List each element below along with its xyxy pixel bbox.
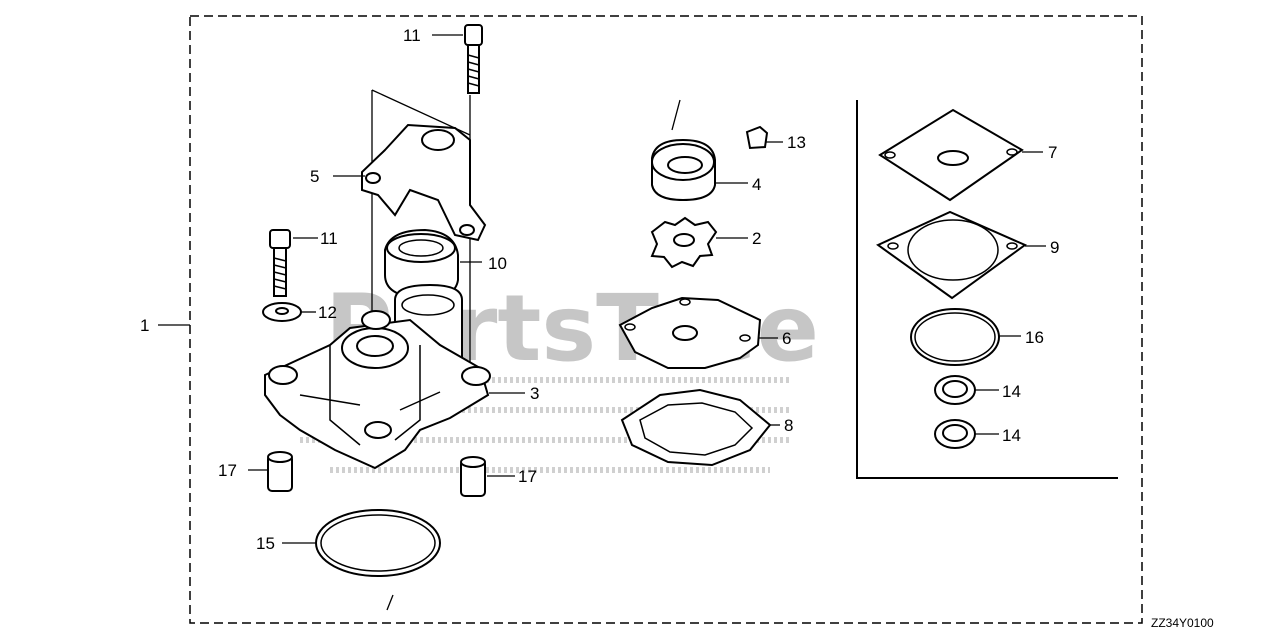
gasket-plate-lower <box>876 210 1027 300</box>
gasket-plate-upper <box>878 108 1024 202</box>
callout-11-left: 11 <box>320 229 338 248</box>
callout-12: 12 <box>318 303 337 322</box>
leader-lines <box>158 34 1046 544</box>
dowel-pin-right <box>460 456 486 497</box>
wear-plate <box>618 296 762 369</box>
bearing-lower <box>934 419 976 449</box>
washer <box>262 302 302 322</box>
callout-13: 13 <box>787 133 806 152</box>
callout-1: 1 <box>140 316 149 335</box>
callout-11-top: 11 <box>403 26 421 45</box>
o-ring-large <box>315 509 441 577</box>
callout-14-upper: 14 <box>1002 382 1021 401</box>
kit-boundary <box>189 15 1143 624</box>
callout-14-lower: 14 <box>1002 426 1021 445</box>
callout-5: 5 <box>310 167 319 186</box>
bolt-left <box>269 229 291 297</box>
bearing-upper <box>934 375 976 405</box>
callout-9: 9 <box>1050 238 1059 257</box>
callout-15: 15 <box>256 534 275 553</box>
callout-2: 2 <box>752 229 761 248</box>
callout-7: 7 <box>1048 143 1057 162</box>
callout-17-left: 17 <box>218 461 237 480</box>
callout-10: 10 <box>488 254 507 273</box>
callout-17-right: 17 <box>518 467 537 486</box>
diagram-code: ZZ34Y0100 <box>1151 616 1214 630</box>
subkit-bracket <box>856 100 1118 479</box>
gasket-lower <box>620 388 772 467</box>
grommet-seal <box>384 228 459 300</box>
callout-16: 16 <box>1025 328 1044 347</box>
dowel-pin-left <box>267 451 293 492</box>
impeller <box>650 216 718 269</box>
callout-4: 4 <box>752 175 761 194</box>
pump-housing <box>264 310 491 470</box>
callout-3: 3 <box>530 384 539 403</box>
bolt-top <box>464 24 483 94</box>
callout-8: 8 <box>784 416 793 435</box>
callout-labels: 11 5 11 12 10 1 3 17 17 15 4 2 13 6 8 7 … <box>140 26 1059 553</box>
impeller-key <box>745 125 769 150</box>
callout-6: 6 <box>782 329 791 348</box>
o-ring-small <box>910 308 1000 366</box>
impeller-liner <box>651 138 716 202</box>
upper-bracket <box>361 123 487 242</box>
